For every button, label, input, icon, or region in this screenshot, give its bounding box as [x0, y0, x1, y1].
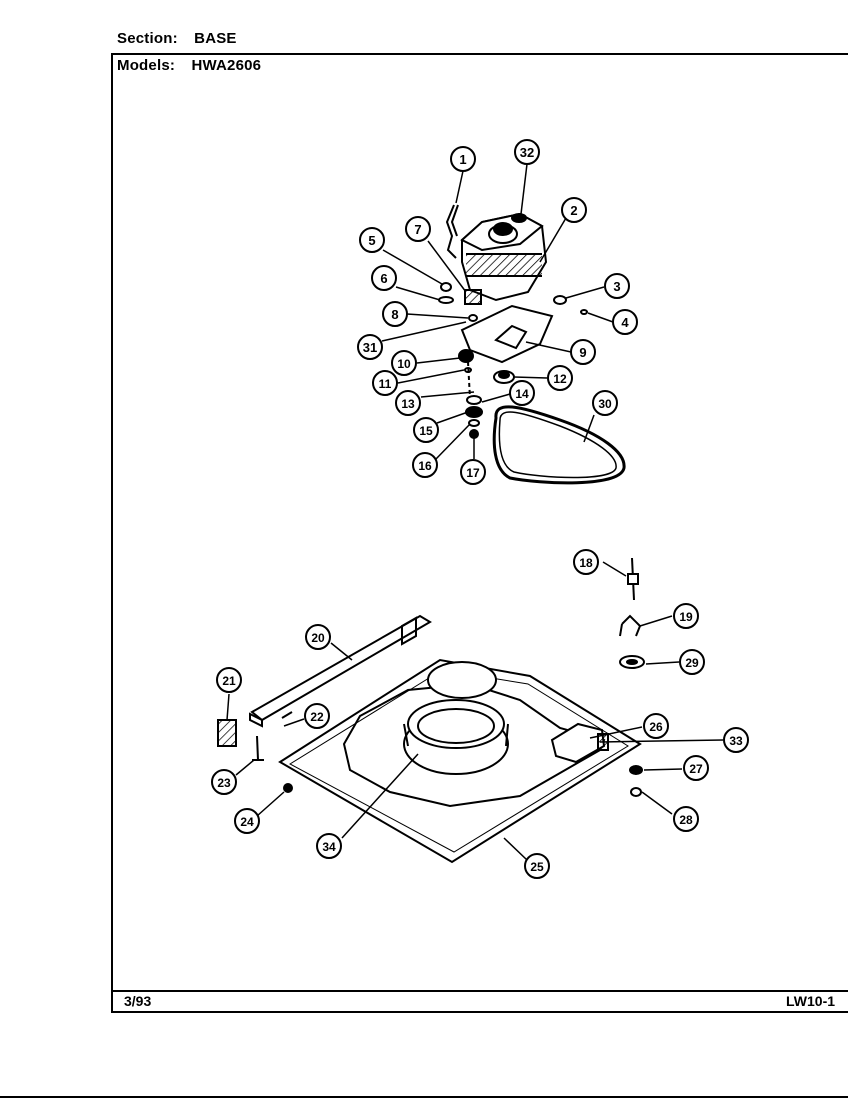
- callout-15: 15: [413, 417, 439, 443]
- callout-10: 10: [391, 350, 417, 376]
- svg-text:2: 2: [570, 203, 577, 218]
- callout-21: 21: [216, 667, 242, 693]
- callout-22: 22: [304, 703, 330, 729]
- svg-text:27: 27: [689, 762, 703, 776]
- callout-28: 28: [673, 806, 699, 832]
- svg-text:12: 12: [553, 372, 567, 386]
- cross-brace: [249, 614, 432, 728]
- callout-12: 12: [547, 365, 573, 391]
- svg-text:4: 4: [621, 315, 629, 330]
- callout-19: 19: [673, 603, 699, 629]
- callout-2: 2: [561, 197, 587, 223]
- section-value: BASE: [194, 30, 237, 47]
- callout-16: 16: [412, 452, 438, 478]
- svg-text:17: 17: [466, 466, 480, 480]
- callout-20: 20: [305, 624, 331, 650]
- drive-belt: [492, 405, 626, 485]
- svg-text:9: 9: [579, 345, 586, 360]
- svg-text:1: 1: [459, 152, 466, 167]
- svg-text:32: 32: [520, 145, 534, 160]
- motor-hardware: [438, 282, 588, 322]
- callout-24: 24: [234, 808, 260, 834]
- svg-text:24: 24: [240, 815, 254, 829]
- callout-11: 11: [372, 370, 398, 396]
- callout-14: 14: [509, 380, 535, 406]
- pulley-stack: [465, 370, 515, 439]
- diagram-frame: [111, 53, 848, 1013]
- svg-text:21: 21: [222, 674, 236, 688]
- footer-rule-bottom: [111, 1011, 848, 1013]
- callout-33: 33: [723, 727, 749, 753]
- callout-7: 7: [405, 216, 431, 242]
- callout-18: 18: [573, 549, 599, 575]
- lower-hardware: [217, 557, 645, 797]
- callout-32: 32: [514, 139, 540, 165]
- svg-text:16: 16: [418, 459, 432, 473]
- motor-mount-plate: [458, 304, 554, 399]
- callout-4: 4: [612, 309, 638, 335]
- callout-3: 3: [604, 273, 630, 299]
- svg-text:7: 7: [414, 222, 421, 237]
- wire-lead: [445, 204, 459, 259]
- svg-text:11: 11: [379, 377, 392, 391]
- models-value: HWA2606: [191, 57, 262, 74]
- motor: [460, 212, 548, 302]
- svg-text:29: 29: [685, 656, 699, 670]
- svg-text:25: 25: [530, 860, 544, 874]
- leader-lines: [226, 163, 724, 861]
- callout-31: 31: [357, 334, 383, 360]
- svg-text:22: 22: [310, 710, 324, 724]
- footer-page-code: LW10-1: [786, 993, 836, 1009]
- models-header: Models: HWA2606: [117, 57, 261, 74]
- section-label: Section:: [117, 30, 178, 47]
- footer-date: 3/93: [124, 993, 152, 1009]
- svg-text:10: 10: [397, 357, 411, 371]
- svg-text:8: 8: [391, 307, 398, 322]
- callouts: 1 32 2 3 4 5 6 7 8 31 9 10 11 12 13 14 1…: [211, 139, 749, 879]
- callout-1: 1: [450, 146, 476, 172]
- svg-text:30: 30: [598, 397, 612, 411]
- models-label: Models:: [117, 57, 176, 74]
- svg-text:20: 20: [311, 631, 325, 645]
- svg-text:18: 18: [579, 556, 593, 570]
- svg-text:5: 5: [368, 233, 375, 248]
- callout-5: 5: [359, 227, 385, 253]
- callout-23: 23: [211, 769, 237, 795]
- callout-30: 30: [592, 390, 618, 416]
- svg-text:15: 15: [419, 424, 433, 438]
- callout-29: 29: [679, 649, 705, 675]
- callout-25: 25: [524, 853, 550, 879]
- svg-text:3: 3: [613, 279, 620, 294]
- base-plate: [278, 658, 642, 864]
- section-header: Section: BASE: [117, 30, 237, 47]
- bottom-rule: [0, 1096, 848, 1098]
- svg-text:13: 13: [401, 397, 415, 411]
- svg-text:23: 23: [217, 776, 231, 790]
- svg-text:6: 6: [380, 271, 387, 286]
- callout-6: 6: [371, 265, 397, 291]
- callout-34: 34: [316, 833, 342, 859]
- callout-9: 9: [570, 339, 596, 365]
- svg-text:31: 31: [363, 340, 377, 355]
- svg-text:26: 26: [649, 720, 663, 734]
- callout-13: 13: [395, 390, 421, 416]
- callout-8: 8: [382, 301, 408, 327]
- callout-17: 17: [460, 459, 486, 485]
- svg-text:19: 19: [679, 610, 693, 624]
- svg-text:14: 14: [515, 387, 529, 401]
- svg-text:28: 28: [679, 813, 693, 827]
- callout-26: 26: [643, 713, 669, 739]
- footer-rule: [111, 990, 848, 992]
- svg-text:33: 33: [729, 734, 743, 748]
- callout-27: 27: [683, 755, 709, 781]
- svg-text:34: 34: [322, 840, 336, 854]
